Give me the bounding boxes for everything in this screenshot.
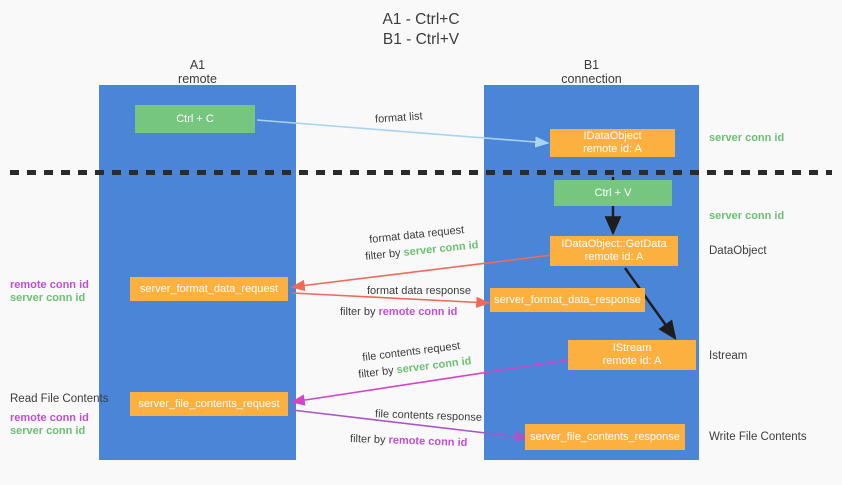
- filter-prefix: filter by: [357, 364, 398, 381]
- filter-prefix: filter by: [349, 432, 389, 447]
- node-server-format-data-response-label: server_format_data_response: [494, 293, 641, 306]
- annotation-server-conn-id-top: server conn id: [709, 132, 785, 144]
- edge-label-format-data-response: format data response: [367, 285, 471, 297]
- node-getdata-label: IDataObject::GetData: [561, 238, 667, 250]
- node-ctrl-v[interactable]: Ctrl + V: [554, 180, 672, 206]
- node-ctrl-v-label: Ctrl + V: [594, 186, 632, 199]
- filter-key-remote-conn-id: remote conn id: [378, 306, 458, 318]
- node-server-file-contents-request-label: server_file_contents_request: [138, 397, 280, 410]
- node-getdata-sub: remote id: A: [584, 251, 644, 263]
- annotation-server-conn-id-2: server conn id: [10, 425, 86, 437]
- annotation-dataobject: DataObject: [709, 245, 767, 257]
- annotation-remote-conn-id-1: remote conn id: [10, 279, 89, 291]
- node-server-format-data-request-label: server_format_data_request: [139, 282, 279, 295]
- node-istream-label: IStream: [612, 342, 652, 354]
- node-server-format-data-response[interactable]: server_format_data_response: [490, 288, 645, 312]
- node-ctrl-c[interactable]: Ctrl + C: [135, 105, 255, 133]
- filter-prefix: filter by: [364, 246, 405, 263]
- filter-prefix: filter by: [340, 306, 379, 318]
- node-server-format-data-request[interactable]: server_format_data_request: [130, 277, 288, 301]
- node-istream-sub: remote id: A: [602, 355, 662, 367]
- edge-label-file-contents-response: file contents response: [374, 408, 483, 424]
- annotation-server-conn-id-mid: server conn id: [709, 210, 785, 222]
- annotation-write-file-contents: Write File Contents: [709, 431, 807, 443]
- node-idataobject-label: IDataObject: [583, 130, 642, 142]
- node-idataobject[interactable]: IDataObject remote id: A: [550, 129, 675, 157]
- title-line-2: B1 - Ctrl+V: [382, 31, 460, 48]
- node-idataobject-sub: remote id: A: [583, 143, 642, 155]
- lane-title-a1-name: A1: [189, 58, 206, 72]
- lane-title-a1: A1 remote: [99, 58, 296, 86]
- node-server-file-contents-response-label: server_file_contents_response: [530, 430, 680, 443]
- annotation-remote-conn-id-2: remote conn id: [10, 412, 89, 424]
- edge-label-format-data-response-filter: filter by remote conn id: [340, 305, 457, 319]
- lane-title-b1: B1 connection: [484, 58, 699, 86]
- node-server-file-contents-request[interactable]: server_file_contents_request: [130, 392, 288, 416]
- node-getdata[interactable]: IDataObject::GetData remote id: A: [550, 236, 678, 266]
- annotation-istream: Istream: [709, 350, 748, 362]
- lane-title-b1-sub: connection: [561, 72, 622, 86]
- edge-label-format-list: format list: [374, 110, 424, 126]
- filter-key-remote-conn-id: remote conn id: [388, 434, 468, 450]
- node-istream[interactable]: IStream remote id: A: [568, 340, 696, 370]
- page-title: A1 - Ctrl+C B1 - Ctrl+V: [0, 10, 842, 50]
- node-ctrl-c-label: Ctrl + C: [176, 112, 214, 125]
- title-line-1: A1 - Ctrl+C: [382, 11, 460, 28]
- node-server-file-contents-response[interactable]: server_file_contents_response: [525, 424, 685, 450]
- annotation-read-file-contents: Read File Contents: [10, 393, 109, 405]
- lane-title-b1-name: B1: [583, 58, 600, 72]
- lane-title-a1-sub: remote: [178, 72, 217, 86]
- edge-label-file-contents-response-filter: filter by remote conn id: [350, 432, 468, 450]
- phase-divider: [10, 170, 832, 175]
- annotation-server-conn-id-1: server conn id: [10, 292, 86, 304]
